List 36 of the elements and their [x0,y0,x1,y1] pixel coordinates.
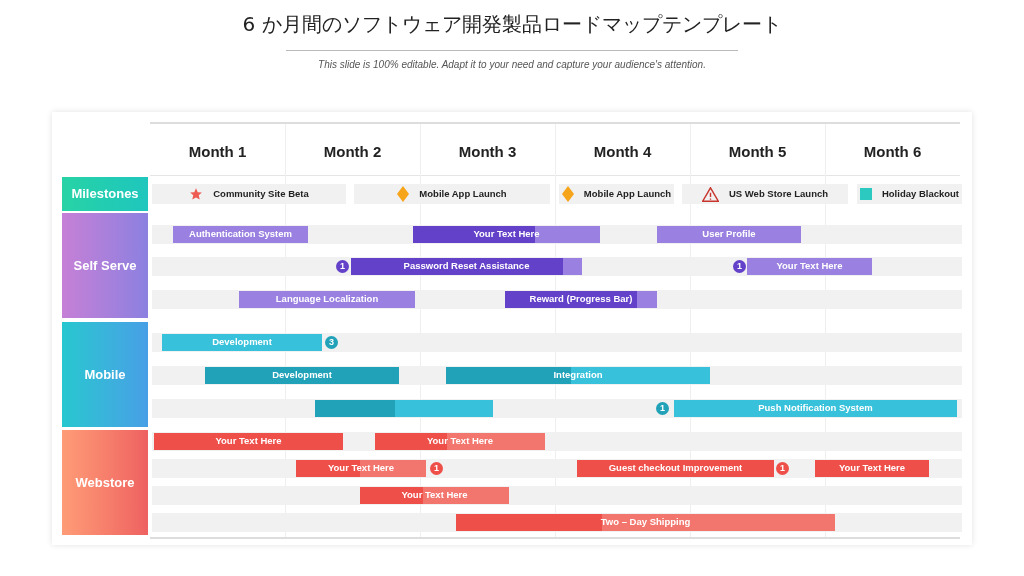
group-label: Milestones [62,177,148,211]
month-header: Month 4 [592,142,653,162]
task-bar: Reward (Progress Bar) [505,291,657,308]
milestone-label: Mobile App Launch [583,186,672,201]
task-bar: Your Text Here [360,487,509,504]
milestone-label: Holiday Blackout [881,186,960,201]
group-label: Webstore [62,430,148,535]
title: 6 か月間のソフトウェア開発製品ロードマップテンプレート [241,11,783,38]
task-bar: Your Text Here [375,433,545,450]
task-bar: Development [205,367,399,384]
month-header: Month 1 [187,142,248,162]
task-bar [315,400,493,417]
month-header: Month 6 [862,142,923,162]
task-bar: User Profile [657,226,801,243]
task-bar: Authentication System [173,226,308,243]
task-bar: Your Text Here [747,258,872,275]
milestone-label: Community Site Beta [213,186,309,201]
task-bar: Integration [446,367,710,384]
group-label: Self Serve [62,213,148,318]
caption: This slide is 100% editable. Adapt it to your need and capture your audience's attention. [317,58,707,72]
month-header: Month 3 [457,142,518,162]
task-bar: Your Text Here [815,460,929,477]
task-bar: Two – Day Shipping [456,514,835,531]
group-label: Mobile [62,322,148,427]
month-header: Month 2 [322,142,383,162]
task-bar: Your Text Here [154,433,343,450]
task-bar: Development [162,334,322,351]
task-bar: Your Text Here [296,460,426,477]
milestone-label: US Web Store Launch [728,186,829,201]
month-header: Month 5 [727,142,788,162]
milestone-label: Mobile App Launch [419,186,507,201]
task-bar: Push Notification System [674,400,957,417]
task-bar: Password Reset Assistance [351,258,582,275]
task-bar: Language Localization [239,291,415,308]
task-bar: Guest checkout Improvement [577,460,774,477]
task-bar: Your Text Here [413,226,600,243]
